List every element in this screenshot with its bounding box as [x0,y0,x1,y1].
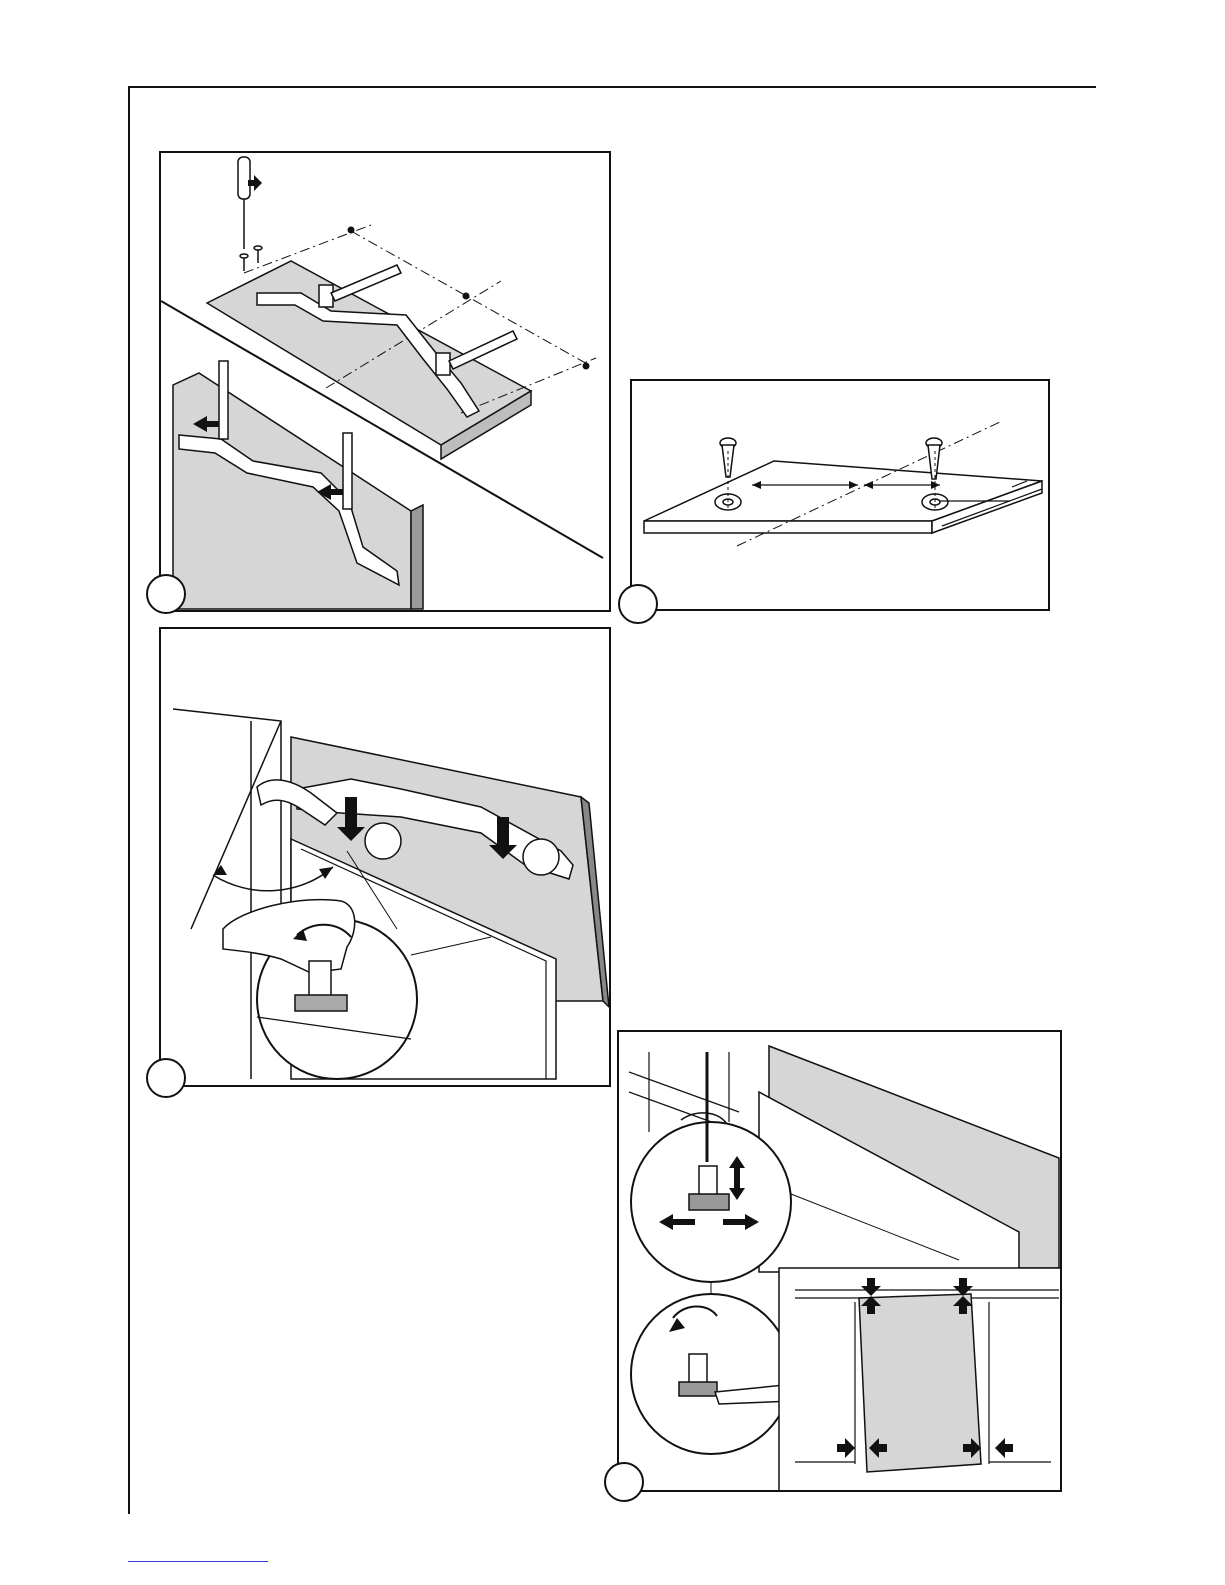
figure-3-illustration [161,629,611,1087]
figure-3-number-badge [146,1058,186,1098]
page-left-rule [128,86,130,1514]
figure-1-template-mounting [159,151,611,612]
figure-4-illustration [619,1032,1062,1492]
figure-2-illustration [632,381,1050,611]
step-badge [365,823,401,859]
page-top-rule [128,86,1096,88]
figure-2-number-badge [618,584,658,624]
figure-4-door-adjustment [617,1030,1062,1492]
screwdriver-icon [238,157,250,249]
door-front [173,373,411,609]
step-badge [523,839,559,875]
figure-3-door-hanging [159,627,611,1087]
screw-icon [309,961,331,997]
screw-icon [689,1354,707,1384]
figure-4-number-badge [604,1462,644,1502]
footer-link-underline[interactable] [128,1561,268,1562]
figure-2-screw-positions [630,379,1050,611]
hand-icon [223,900,355,973]
figure-1-illustration [161,153,611,612]
detail-magnifier-tighten [631,1294,791,1454]
figure-1-number-badge [146,574,186,614]
